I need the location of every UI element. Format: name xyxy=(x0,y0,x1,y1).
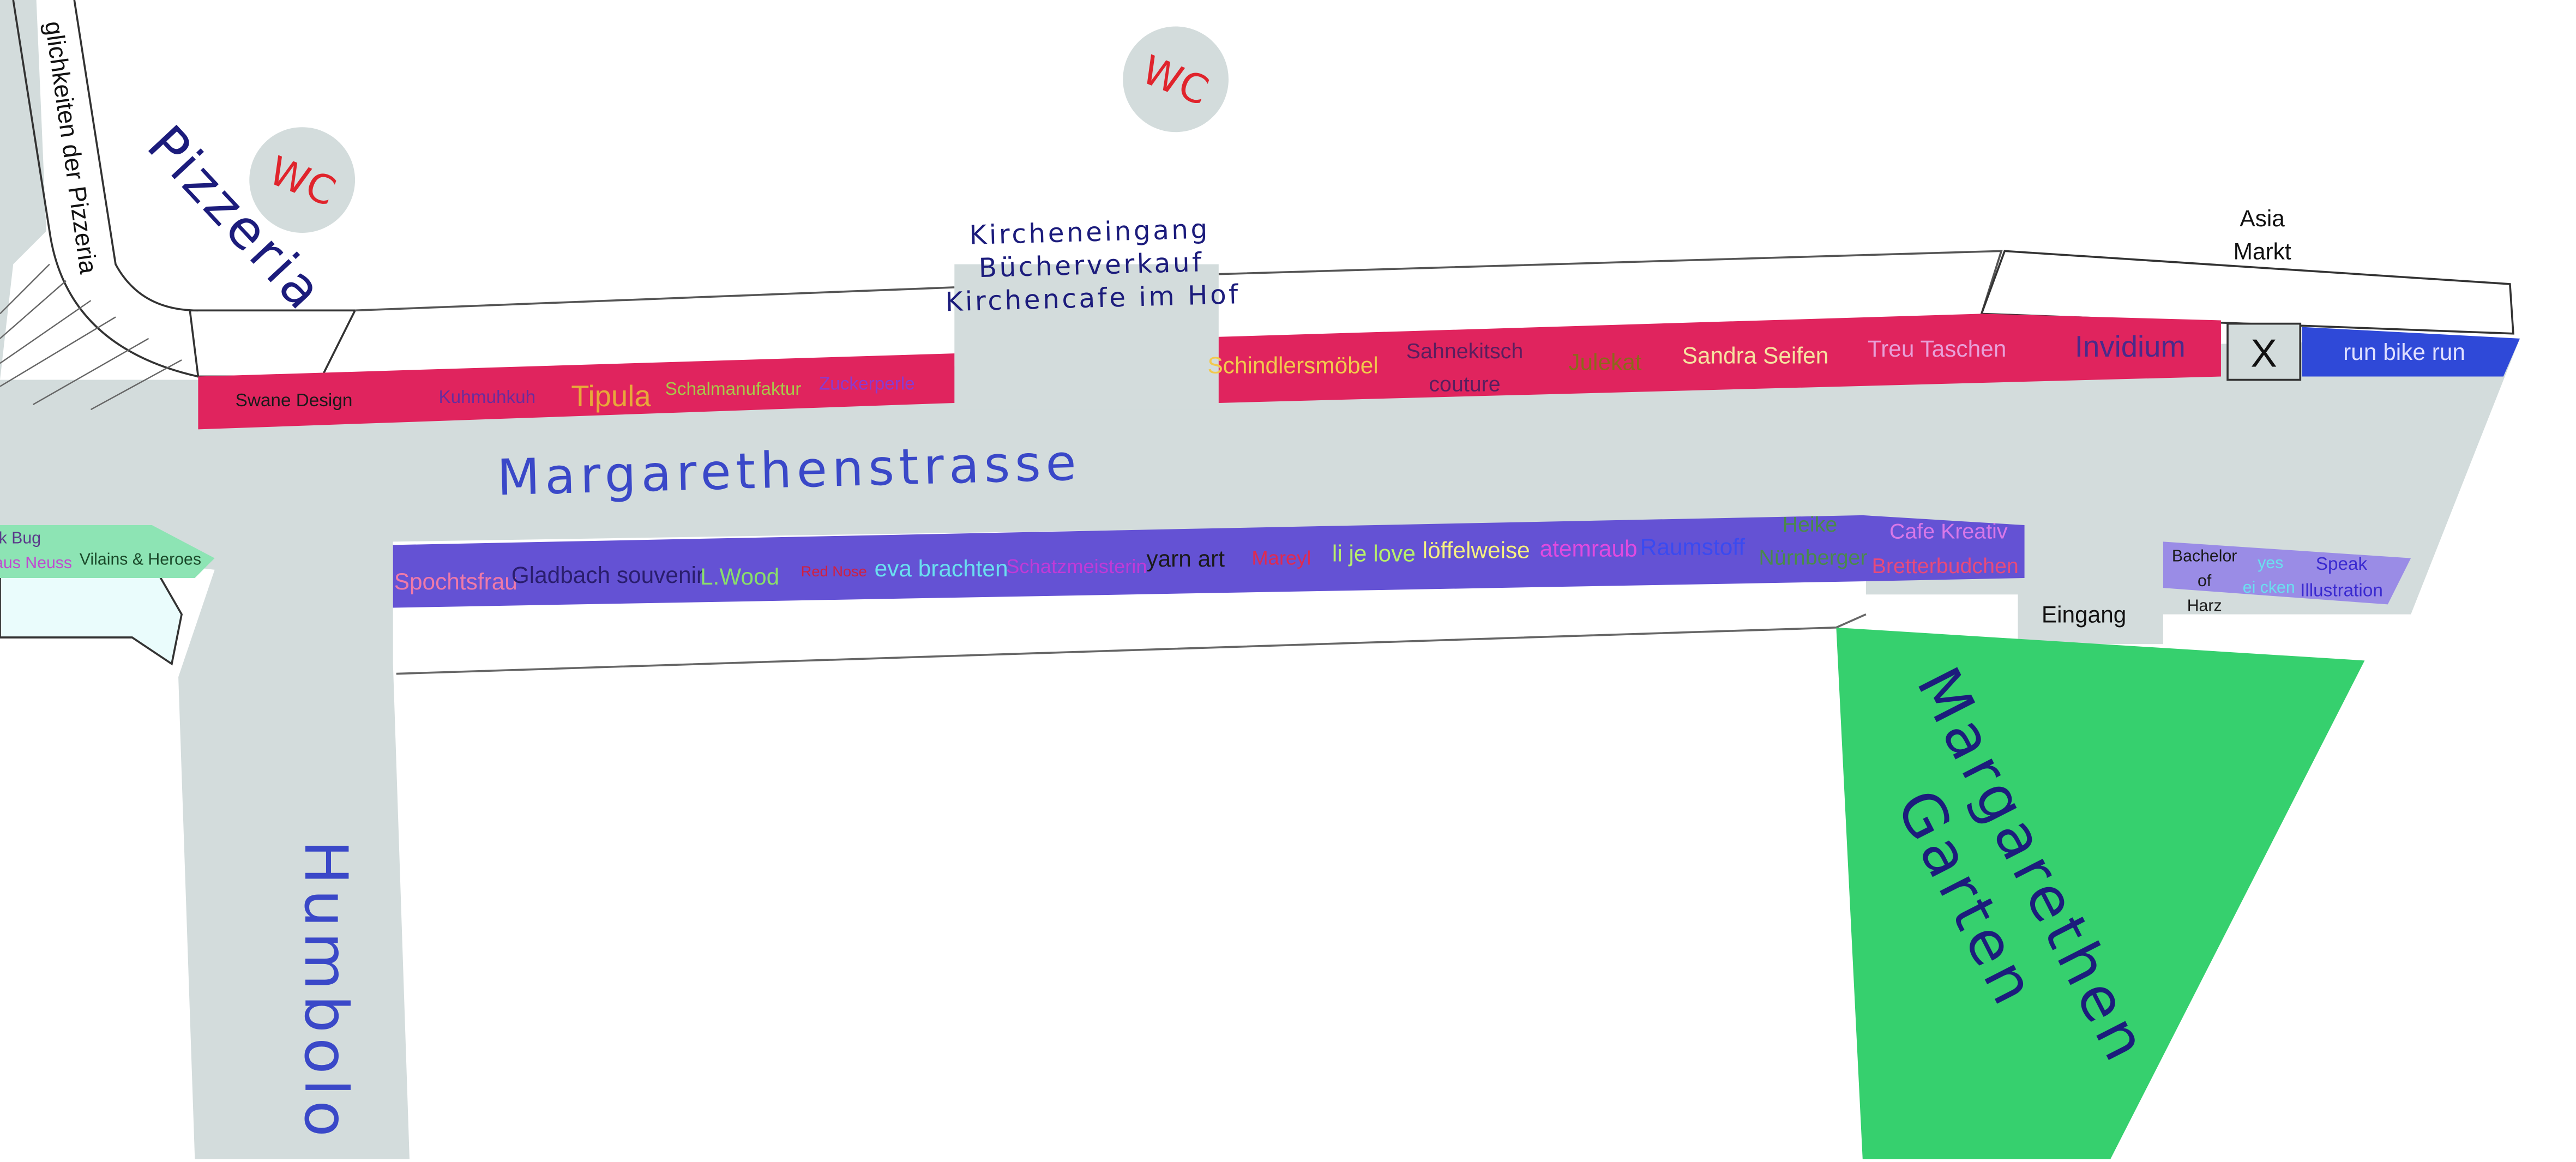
stall-label: run bike run xyxy=(2343,339,2465,365)
stall-label: Gladbach souvenir xyxy=(511,562,704,588)
stall-label: Julekat xyxy=(1568,349,1641,375)
asia-label-line1: Asia xyxy=(2240,206,2285,231)
margarethen-garten xyxy=(1836,627,2365,1159)
stall-label: Bretterbudchen xyxy=(1872,554,2019,578)
stall-label: of xyxy=(2198,572,2212,590)
stall-label: löffelweise xyxy=(1423,538,1530,563)
stall-label: Schindlersmöbel xyxy=(1207,352,1378,378)
stall-label: Schalmanufaktur xyxy=(665,379,802,399)
stall-label: Bachelor xyxy=(2172,547,2237,565)
pizzeria-corner-hatch xyxy=(0,263,182,411)
street-left-area xyxy=(0,0,46,380)
stall-label: Illustration xyxy=(2300,580,2383,600)
stall-label: Invidium xyxy=(2075,330,2186,363)
building-outline-top xyxy=(354,286,955,312)
stall-label: L.Wood xyxy=(700,564,779,589)
left-building xyxy=(0,570,183,666)
stall-row-left-edge xyxy=(0,525,215,578)
stall-label: couture xyxy=(1429,372,1500,396)
stall-label: Cafe Kreativ xyxy=(1889,519,2008,543)
stall-label: ei cken xyxy=(2243,579,2295,597)
stall-label: atemraub xyxy=(1540,536,1638,562)
stall-label: Speak xyxy=(2316,554,2368,574)
stall-label: Sandra Seifen xyxy=(1682,342,1829,368)
stall-label: Sahnekitsch xyxy=(1406,339,1523,363)
church-label-line2: Bücherverkauf xyxy=(978,247,1204,284)
building-outline-bottom xyxy=(396,613,1867,675)
pizzeria-area-label: glichkeiten der Pizzeria xyxy=(40,20,103,276)
x-marker-label: X xyxy=(2250,331,2277,375)
stall-label: Harz xyxy=(2187,597,2222,615)
building-outline-top-right xyxy=(1218,250,2003,314)
stall-label: Schatzmeisterin xyxy=(1006,555,1147,577)
stall-label: yes xyxy=(2258,554,2283,572)
stall-label: Red Nose xyxy=(801,563,867,580)
street-label-side: Humbolo xyxy=(291,840,360,1142)
stall-label: Heike xyxy=(1783,513,1838,537)
stall-label: Swane Design xyxy=(236,390,353,411)
wc-circle-1 xyxy=(249,127,356,233)
stall-run-bike-run xyxy=(2302,327,2520,377)
stall-row-top-right xyxy=(1218,314,2221,403)
stall-label: aus Neuss xyxy=(0,554,72,572)
stall-label: k Bug xyxy=(0,529,41,547)
stall-row-small-right xyxy=(2163,541,2411,605)
stall-label: Spochtsfrau xyxy=(394,569,517,594)
wc-circle-2 xyxy=(1123,26,1229,133)
church-label-line1: Kircheneingang xyxy=(969,214,1211,251)
stall-label: li je love xyxy=(1332,541,1416,567)
stall-label: Tipula xyxy=(571,380,651,413)
stall-label: Kuhmuhkuh xyxy=(438,387,535,407)
stall-label: Treu Taschen xyxy=(1868,336,2006,362)
stall-label: eva brachten xyxy=(875,556,1008,581)
x-marker-box xyxy=(2226,322,2302,381)
stall-label: Zuckerperle xyxy=(819,374,915,394)
entrance-label: Eingang xyxy=(2042,602,2127,628)
asia-markt-building xyxy=(1980,250,2514,335)
stall-label: Vilains & Heroes xyxy=(80,551,201,569)
stall-label: Nürnberger xyxy=(1759,546,1867,570)
church-entrance-block xyxy=(954,264,1219,410)
stall-label: yarn art xyxy=(1146,546,1225,571)
pizzeria-corner-curb xyxy=(12,0,198,378)
pizzeria-corner-block xyxy=(189,309,357,378)
stall-label: Raumstoff xyxy=(1640,534,1746,560)
stall-row-bottom xyxy=(393,515,2025,608)
stall-label: Mareyl xyxy=(1251,547,1311,569)
asia-label-line2: Markt xyxy=(2234,238,2291,264)
stall-row-top-left xyxy=(198,353,955,430)
